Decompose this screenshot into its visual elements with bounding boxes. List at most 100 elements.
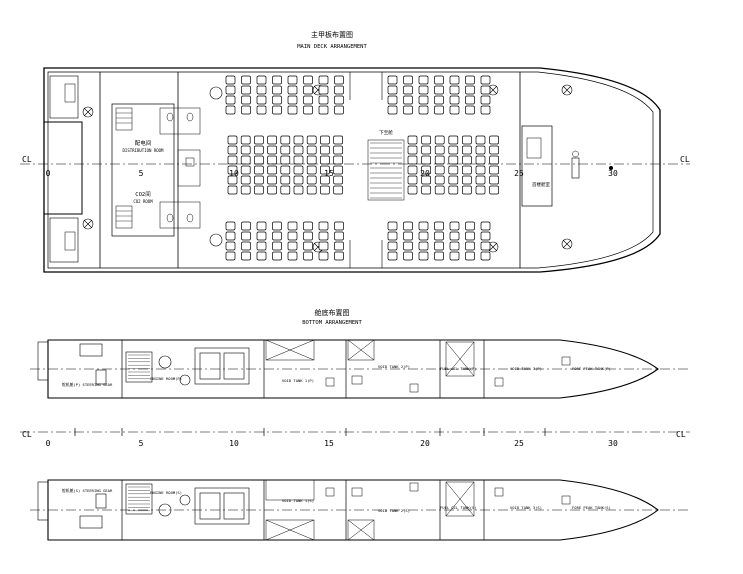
seat [465,241,475,251]
seat [462,145,472,155]
void-cross-boxes [265,339,475,541]
seat [318,85,329,95]
seat [227,145,238,155]
upper-hull-labels: 舵机舱(P) STEERING GEAR ENGINE ROOM(P) VOID… [62,364,611,387]
seat [272,221,282,231]
frame-label: 5 [139,439,144,448]
seat [293,175,304,185]
seat [403,221,413,231]
seat [407,165,418,175]
seat [434,85,444,95]
seat [334,85,344,95]
seat [387,251,398,261]
seat [241,241,251,251]
seat [241,95,251,105]
seat [256,221,267,231]
seat [475,135,486,145]
frame-label: 5 [139,169,144,178]
seat [267,175,277,185]
seat [240,175,251,185]
seat [272,85,282,95]
seat [306,145,317,155]
seat [418,105,429,115]
frame-label: 10 [229,439,239,448]
seat [320,185,330,195]
lower-engine-label: ENGINE ROOM(S) [150,490,182,495]
seat [418,85,429,95]
seat [256,95,267,105]
seat [320,175,330,185]
seat [334,105,344,115]
upper-forepeak-label: FORE PEAK TANK(P) [572,366,611,371]
seat [407,185,418,195]
seat [254,165,264,175]
seat [241,85,251,95]
seat [287,105,298,115]
seat [256,251,267,261]
engine-machinery [79,343,250,529]
seat [449,241,460,251]
seat [465,251,475,261]
seat [306,165,317,175]
seat [333,175,343,185]
seat [241,231,251,241]
seat [267,185,277,195]
seat [462,175,472,185]
seat [287,231,298,241]
seat [303,75,313,85]
seat [418,231,429,241]
seat [306,185,317,195]
seat [407,175,418,185]
seat [387,221,398,231]
co2-room-en: CO2 ROOM [133,199,153,204]
seat [225,241,236,251]
seat [434,175,445,185]
seat [333,145,343,155]
seat [387,105,398,115]
seat [241,221,251,231]
seat [320,145,330,155]
seat [256,105,267,115]
frame-label: 30 [608,439,618,448]
seat [448,135,459,145]
seat [287,251,298,261]
bottom-cl-left: CL [22,430,32,439]
seat [387,231,398,241]
seat [287,221,298,231]
seat [465,85,475,95]
seat [449,251,460,261]
seat [480,85,491,95]
seat [240,185,251,195]
seat [272,75,282,85]
lower-hull-labels: 舵机舱(S) STEERING GEAR ENGINE ROOM(S) VOID… [62,488,611,513]
seat [448,145,459,155]
seat [303,85,313,95]
seat [403,95,413,105]
seat [241,105,251,115]
seat [227,155,238,165]
upper-fuel-label: FUEL OIL TANK(P) [440,366,477,371]
seat [449,105,460,115]
seat [403,75,413,85]
frame-label: 15 [324,169,334,178]
seat [462,165,472,175]
seat [267,155,277,165]
seat [241,75,251,85]
seat [272,241,282,251]
seat [280,155,291,165]
seat [267,145,277,155]
lower-void3-label: VOID TANK 3(S) [510,505,542,510]
seat [475,155,486,165]
bottom-title-cn: 舱底布置图 [315,308,350,317]
seat [287,95,298,105]
lower-void1-label: VOID TANK 1(S) [282,498,314,503]
seat [280,165,291,175]
seat [225,75,236,85]
seat [421,185,431,195]
seat [267,135,277,145]
seat [489,175,499,185]
seat [254,135,264,145]
seat [434,241,444,251]
seat [434,251,444,261]
seat [434,185,445,195]
